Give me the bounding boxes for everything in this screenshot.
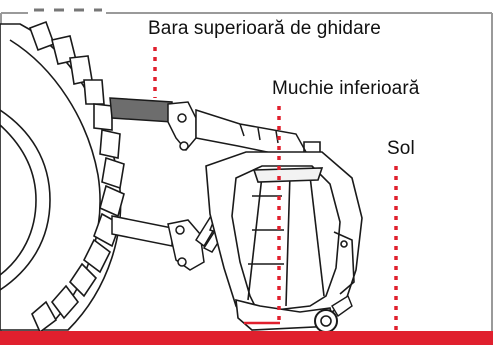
label-lower-edge: Muchie inferioară [272, 78, 420, 99]
ground-bar [0, 331, 493, 345]
lower-arm [111, 215, 205, 271]
label-ground: Sol [387, 138, 415, 159]
plow-housing [205, 141, 363, 331]
skid-wheel [314, 294, 353, 333]
tractor-tire [0, 20, 125, 334]
upper-bracket [167, 101, 308, 159]
upper-guide-bar [109, 97, 173, 123]
label-upper-guide-bar: Bara superioară de ghidare [148, 18, 381, 39]
